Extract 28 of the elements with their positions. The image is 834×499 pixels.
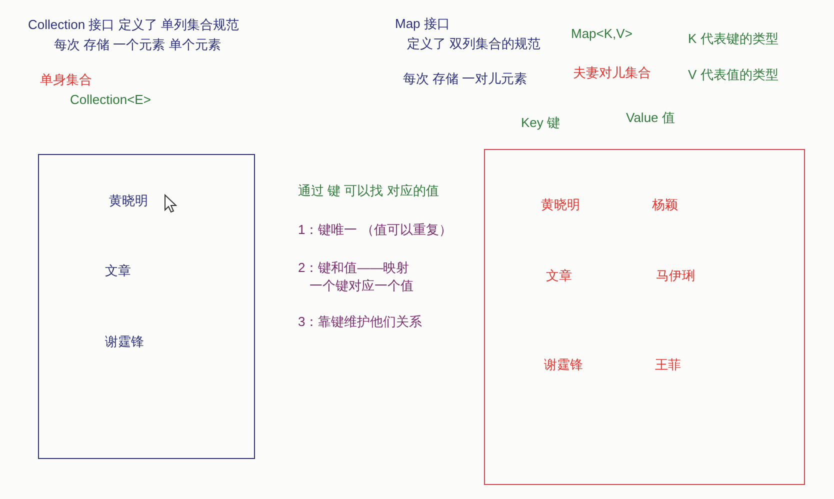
name-text: 文章: [105, 262, 131, 280]
note-text: Map 接口: [395, 15, 450, 33]
note-text: 单身集合: [40, 71, 92, 89]
note-text: Collection 接口 定义了 单列集合规范: [28, 16, 239, 34]
set-box: [38, 154, 255, 459]
note-text: 1：键唯一 （值可以重复）: [298, 221, 452, 239]
note-text: Value 值: [626, 109, 675, 127]
name-text: 黄晓明: [109, 192, 148, 210]
note-text: 定义了 双列集合的规范: [407, 35, 541, 53]
name-text: 谢霆锋: [544, 356, 583, 374]
name-text: 谢霆锋: [105, 333, 144, 351]
note-text: 每次 存储 一个元素 单个元素: [54, 36, 221, 54]
name-text: 马伊琍: [656, 267, 695, 285]
note-text: Map<K,V>: [571, 26, 632, 41]
note-text: 2：键和值——映射一个键对应一个值: [298, 259, 415, 295]
note-text: K 代表键的类型: [688, 30, 778, 48]
note-text: Key 键: [521, 114, 560, 132]
name-text: 杨颖: [652, 196, 678, 214]
note-text: 通过 键 可以找 对应的值: [298, 182, 439, 200]
note-text: 夫妻对儿集合: [573, 64, 651, 82]
name-text: 文章: [546, 267, 572, 285]
name-text: 王菲: [655, 356, 681, 374]
name-text: 黄晓明: [541, 196, 580, 214]
note-text: 3：靠键维护他们关系: [298, 313, 422, 331]
note-text: V 代表值的类型: [688, 66, 778, 84]
note-text: Collection<E>: [70, 92, 151, 107]
set-box: [484, 149, 805, 485]
note-text: 每次 存储 一对儿元素: [403, 70, 528, 88]
